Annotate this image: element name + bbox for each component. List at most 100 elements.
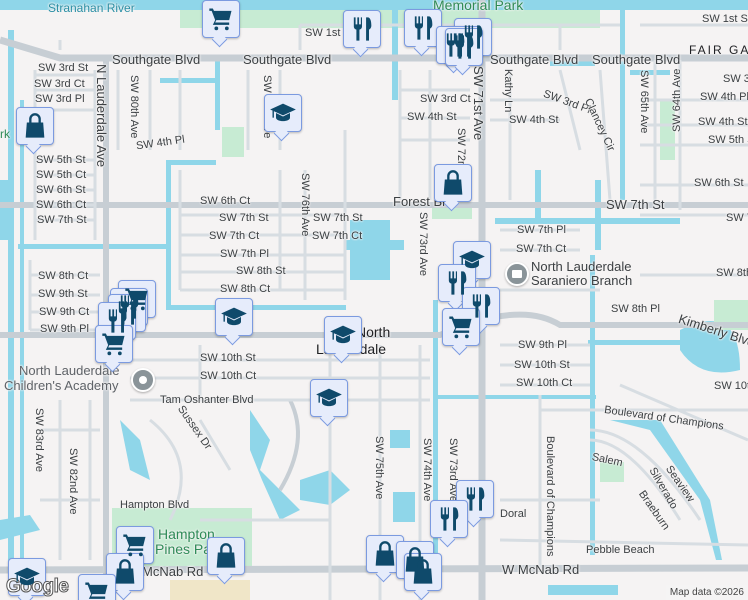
shopping-bag-pin[interactable] (207, 537, 245, 575)
restaurant-pin[interactable] (438, 264, 476, 302)
shopping-bag-icon (216, 543, 236, 568)
street-label: SW 64th Ave (671, 68, 683, 132)
school-icon (14, 567, 40, 586)
street-label: SW 75th Ave (373, 436, 385, 500)
street-label: SW 4th Pl (700, 91, 748, 103)
restaurant-pin[interactable] (430, 500, 468, 538)
street-label: SW 65th Ave (638, 70, 650, 134)
shopping-bag-icon (115, 559, 135, 584)
street-label: SW 7th Ct (312, 230, 363, 242)
restaurant-pin[interactable] (98, 302, 136, 340)
street-label: SW 10th Ct (200, 370, 257, 382)
city-label: North (356, 324, 391, 340)
shopping-bag-pin[interactable] (106, 553, 144, 591)
street-label: SW 3 (723, 73, 748, 85)
restaurant-pin[interactable] (462, 287, 500, 325)
street-label: SW 9th Pl (40, 323, 89, 335)
restaurant-icon (466, 487, 485, 511)
street-label: SW 4th St (509, 114, 559, 126)
school-icon (316, 388, 342, 407)
shopping-cart-icon (102, 333, 125, 356)
street-label: SW 7th St (313, 212, 363, 224)
street-label: Pebble Beach (586, 544, 655, 556)
street-label: SW 10th St (200, 352, 256, 364)
street-label: SW 3rd Ct (34, 78, 85, 90)
street-label: SW 83rd Ave (33, 408, 45, 472)
poi-label-childrens-academy: Children's Academy (4, 378, 119, 393)
school-pin[interactable] (264, 94, 302, 132)
street-label: SW 74th Ave (421, 438, 433, 502)
shopping-bag-pin[interactable] (16, 107, 54, 145)
street-label: SW 5th Ct (36, 169, 87, 181)
street-label: SW 4th St (698, 116, 748, 128)
school-pin[interactable] (215, 298, 253, 336)
street-label: SW 73rd Ave (417, 212, 429, 276)
street-label: SW 7th Ct (209, 230, 260, 242)
shopping-cart-icon (209, 8, 232, 31)
street-label: SW 5th S (708, 134, 748, 146)
street-label: SW 7th Pl (220, 248, 269, 260)
shopping-cart-pin[interactable] (202, 0, 240, 38)
street-label: SW 8th Pl (611, 303, 660, 315)
shopping-bag-icon (443, 170, 463, 195)
street-label-southgate: Southgate Blvd (490, 52, 579, 67)
street-label: SW 8th Ct (38, 270, 89, 282)
street-label: SW 10th St (514, 359, 570, 371)
restaurant-icon (448, 271, 467, 295)
street-label: SW 6th Ct (200, 195, 251, 207)
park-label-hampton-pines: Pines Park (155, 541, 223, 557)
shopping-cart-pin[interactable] (95, 325, 133, 363)
street-label-southgate: Southgate Blvd (112, 52, 201, 67)
street-label-southgate: Southgate Blvd (592, 52, 681, 67)
street-label: SW 7th St (37, 214, 87, 226)
park-label-hampton-pines: Hampton (158, 526, 215, 542)
restaurant-pin[interactable] (456, 480, 494, 518)
street-label: SW 1st (305, 27, 341, 39)
restaurant-pin[interactable] (445, 28, 483, 66)
restaurant-icon (455, 35, 474, 59)
shopping-cart-pin[interactable] (116, 526, 154, 564)
shopping-cart-icon (123, 534, 146, 557)
school-pin[interactable] (324, 316, 362, 354)
street-label: SW 7 (726, 212, 748, 224)
street-label: SW 76th Ave (299, 173, 311, 237)
street-label-mcnab: McNab Rd (142, 564, 204, 579)
street-label: SW 6th Ct (36, 199, 87, 211)
street-label: SW 6th St (694, 177, 744, 189)
street-label: SW 9th Pl (518, 339, 567, 351)
street-label: SW 5th St (36, 154, 86, 166)
school-pin[interactable] (453, 241, 491, 279)
restaurant-pin[interactable] (343, 10, 381, 48)
place-poi-marker[interactable] (131, 368, 155, 392)
school-pin[interactable] (8, 558, 46, 596)
library-poi-marker[interactable] (505, 262, 529, 286)
shopping-cart-pin[interactable] (442, 308, 480, 346)
street-label: Kathy Ln (502, 69, 514, 113)
street-label: SW 3rd St (38, 62, 89, 74)
restaurant-icon (440, 507, 459, 531)
street-label: Boulevard of Champions (544, 436, 556, 557)
school-icon (459, 250, 485, 269)
shopping-bag-pin[interactable] (434, 164, 472, 202)
restaurant-icon (353, 17, 372, 41)
river-label: Stranahan River (48, 1, 135, 15)
map-attribution[interactable]: Map data ©2026 (665, 585, 748, 600)
street-label: SW 6th St (36, 184, 86, 196)
street-label-n-lauderdale: N Lauderdale Ave (94, 64, 109, 168)
shopping-bag-pin[interactable] (404, 553, 442, 591)
poi-label-childrens-academy: North Lauderdale (19, 363, 120, 378)
street-label: Tam Oshanter Blvd (160, 394, 254, 406)
school-pin[interactable] (310, 379, 348, 417)
school-icon (330, 325, 356, 344)
library-name: North Lauderdale Saraniero Branch (531, 259, 633, 288)
shopping-cart-pin[interactable] (78, 574, 116, 600)
street-label: SW 4th St (407, 111, 457, 123)
street-label: SW 10th Ct (516, 377, 573, 389)
street-label: SW 7th St (219, 212, 269, 224)
street-label-southgate: Southgate Blvd (243, 52, 332, 67)
street-label: SW 9th Ct (39, 306, 90, 318)
street-label: SW 3rd Ct (420, 93, 471, 105)
shopping-bag-pin[interactable] (366, 535, 404, 573)
restaurant-pin[interactable] (404, 9, 442, 47)
